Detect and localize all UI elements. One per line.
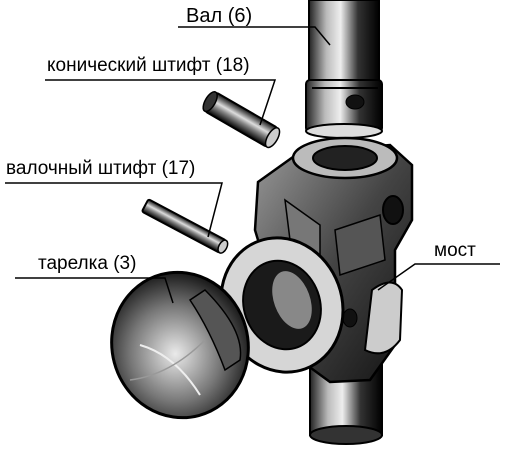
leader-shaft-pin [5,182,223,238]
shaft-label: Вал (6) [186,5,253,27]
shaft-pin-part [141,198,229,254]
plate-part [110,270,250,420]
leader-plate [15,277,174,304]
leader-lines [5,26,500,304]
shaft-pin-label: валочный штифт (17) [6,158,196,179]
shaft-part [305,0,383,156]
leader-taper-pin [45,79,277,126]
taper-pin-part [202,91,281,149]
taper-pin-label: конический штифт (18) [47,55,250,76]
bridge-label: мост [434,240,476,261]
leader-shaft [178,26,331,46]
bridge-body-part [219,136,414,445]
plate-label: тарелка (3) [38,253,137,274]
leader-bridge [377,263,500,291]
